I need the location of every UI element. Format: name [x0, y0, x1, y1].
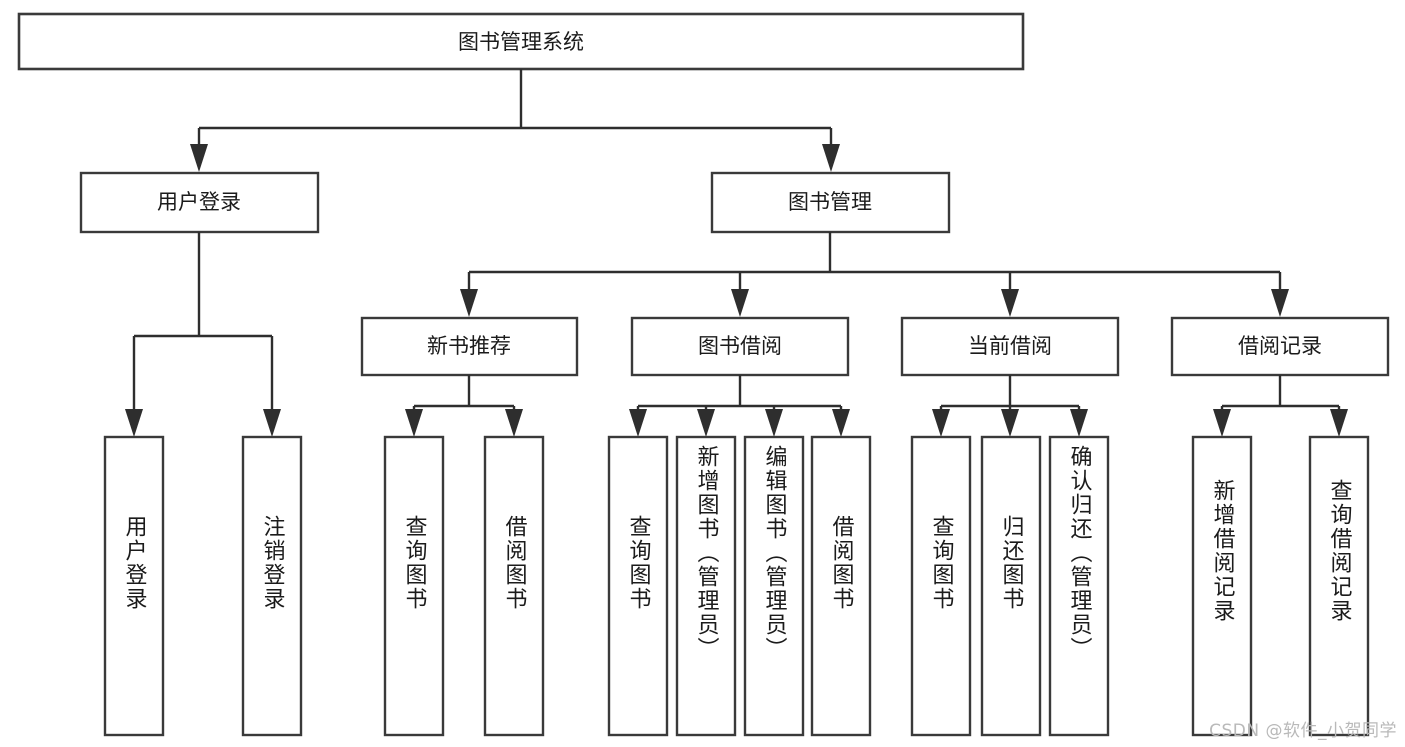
connector-new-book-recommend-to-leaves — [405, 375, 523, 437]
arrow-head-icon — [1213, 409, 1231, 437]
arrow-head-icon — [405, 409, 423, 437]
arrow-head-icon — [822, 144, 840, 172]
leaf-box-query-record[interactable] — [1308, 435, 1370, 737]
node-borrow-record[interactable]: 借阅记录 — [1170, 316, 1390, 377]
arrow-head-icon — [832, 409, 850, 437]
arrow-head-icon — [731, 289, 749, 317]
node-borrow-record-label: 借阅记录 — [1238, 334, 1322, 358]
arrow-head-icon — [697, 409, 715, 437]
connector-current-borrow-to-leaves — [932, 375, 1088, 437]
node-root[interactable]: 图书管理系统 — [17, 12, 1025, 71]
leaf-box-borrow-book-1[interactable] — [483, 435, 545, 737]
connector-root-to-level2 — [190, 69, 840, 172]
node-user-login-box[interactable] — [79, 171, 320, 234]
leaf-box-confirm-return[interactable] — [1048, 435, 1110, 737]
node-book-management-label: 图书管理 — [788, 190, 872, 214]
leaf-box-add-record[interactable] — [1191, 435, 1253, 737]
leaf-box-user-logout[interactable] — [241, 435, 303, 737]
arrow-head-icon — [125, 409, 143, 437]
leaf-box-return-book[interactable] — [980, 435, 1042, 737]
node-root-box[interactable] — [17, 12, 1025, 71]
leaf-box-add-book[interactable] — [675, 435, 737, 737]
node-current-borrow-label: 当前借阅 — [968, 334, 1052, 358]
watermark-text: CSDN @软件_小贺同学 — [1209, 721, 1397, 741]
arrow-head-icon — [460, 289, 478, 317]
node-user-login[interactable]: 用户登录 — [79, 171, 320, 234]
connector-borrow-record-to-leaves — [1213, 375, 1348, 437]
connector-book-borrow-to-leaves — [629, 375, 850, 437]
arrow-head-icon — [263, 409, 281, 437]
arrow-head-icon — [765, 409, 783, 437]
arrow-head-icon — [505, 409, 523, 437]
arrow-head-icon — [190, 144, 208, 172]
arrow-head-icon — [629, 409, 647, 437]
node-new-book-recommend-label: 新书推荐 — [427, 334, 511, 358]
leaf-box-query-book-3[interactable] — [910, 435, 972, 737]
arrow-head-icon — [1001, 409, 1019, 437]
node-current-borrow[interactable]: 当前借阅 — [900, 316, 1120, 377]
node-book-management[interactable]: 图书管理 — [710, 171, 951, 234]
node-user-login-label: 用户登录 — [157, 190, 241, 214]
connector-book-management-to-level3 — [460, 232, 1289, 317]
connector-user-login-to-leaves — [125, 232, 281, 437]
node-new-book-recommend-box[interactable] — [360, 316, 579, 377]
leaf-box-edit-book[interactable] — [743, 435, 805, 737]
node-root-label: 图书管理系统 — [458, 30, 584, 54]
node-new-book-recommend[interactable]: 新书推荐 — [360, 316, 579, 377]
leaf-box-query-book-2[interactable] — [607, 435, 669, 737]
arrow-head-icon — [1330, 409, 1348, 437]
node-current-borrow-box[interactable] — [900, 316, 1120, 377]
node-book-borrow[interactable]: 图书借阅 — [630, 316, 850, 377]
leaf-box-user-login[interactable] — [103, 435, 165, 737]
arrow-head-icon — [1001, 289, 1019, 317]
arrow-head-icon — [1271, 289, 1289, 317]
node-book-borrow-label: 图书借阅 — [698, 334, 782, 358]
leaf-box-query-book-1[interactable] — [383, 435, 445, 737]
leaf-box-borrow-book-2[interactable] — [810, 435, 872, 737]
arrow-head-icon — [932, 409, 950, 437]
arrow-head-icon — [1070, 409, 1088, 437]
